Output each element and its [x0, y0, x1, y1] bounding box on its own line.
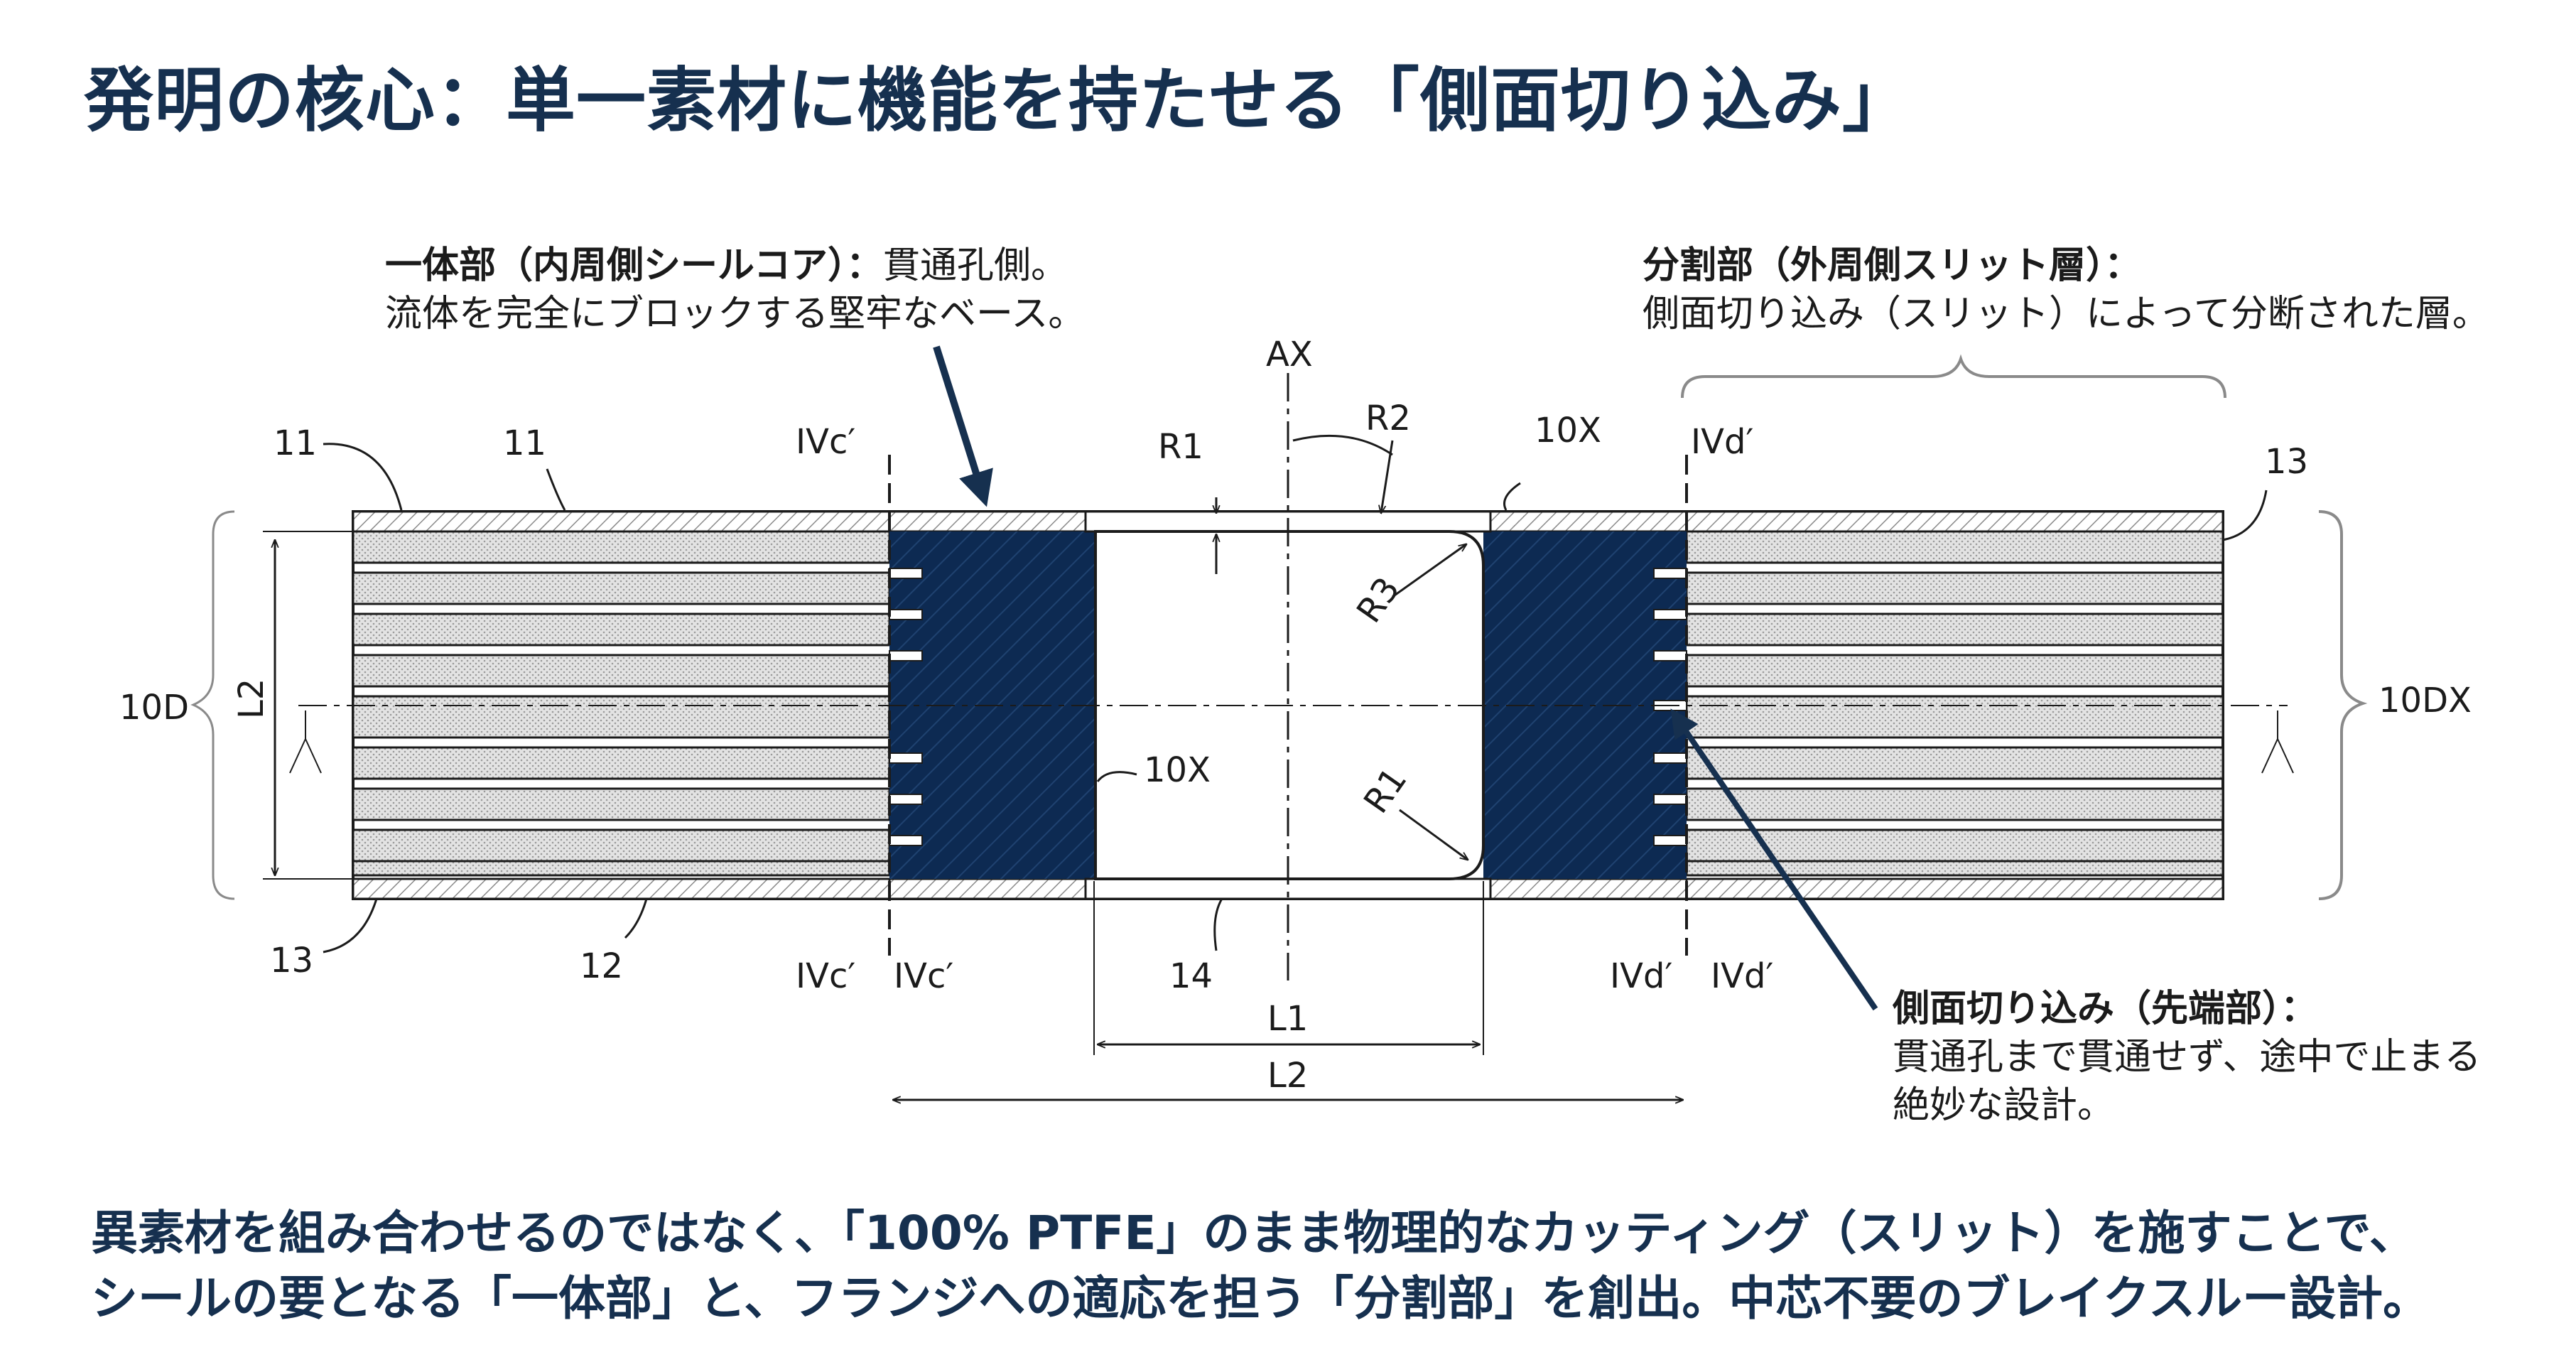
label-ref-10dx: 10DX — [2379, 681, 2472, 720]
callout-integral-part: 一体部（内周側シールコア）：貫通孔側。 流体を完全にブロックする堅牢なベース。 — [385, 242, 1085, 338]
right-slit-tips — [1653, 568, 1687, 846]
callout-cut-line3: 絶妙な設計。 — [1893, 1084, 2115, 1127]
label-ref-10x-top: 10X — [1535, 411, 1601, 450]
label-ivc-bottom-1: IVc′ — [796, 956, 855, 996]
label-ref-11-a: 11 — [274, 423, 317, 463]
callout-cut-head: 側面切り込み（先端部）： — [1893, 988, 2318, 1030]
page-title: 発明の核心：単一素材に機能を持たせる「側面切り込み」 — [84, 60, 1913, 141]
summary-text: 異素材を組み合わせるのではなく、「100% PTFE」のまま物理的なカッティング… — [91, 1201, 2430, 1331]
callout-slit-tip: 側面切り込み（先端部）： 貫通孔まで貫通せず、途中で止まる 絶妙な設計。 — [1893, 985, 2481, 1130]
label-ivc-top: IVc′ — [796, 422, 855, 462]
callout-divided-head: 分割部（外周側スリット層）： — [1643, 244, 2142, 287]
label-dim-l2: L2 — [1267, 1056, 1308, 1096]
summary-line-1: 異素材を組み合わせるのではなく、「100% PTFE」のまま物理的なカッティング… — [91, 1206, 2416, 1260]
label-ref-10x-mid: 10X — [1144, 750, 1211, 790]
brace-10dx — [2318, 510, 2368, 900]
label-dim-l1: L1 — [1267, 999, 1308, 1039]
label-r2: R2 — [1365, 399, 1411, 438]
divided-brace — [1681, 354, 2226, 399]
callout-divided-part: 分割部（外周側スリット層）： 側面切り込み（スリット）によって分断された層。 — [1643, 242, 2489, 338]
label-ivd-bottom-1: IVd′ — [1610, 956, 1672, 996]
label-ref-13-top: 13 — [2265, 442, 2308, 482]
left-layer-stack — [352, 510, 891, 900]
label-ref-11-b: 11 — [503, 423, 546, 463]
right-layer-stack — [1685, 510, 2224, 900]
label-ref-13-bottom: 13 — [270, 941, 313, 980]
integral-arrow — [933, 345, 993, 507]
callout-divided-line2: 側面切り込み（スリット）によって分断された層。 — [1643, 293, 2489, 335]
label-ref-14: 14 — [1169, 956, 1213, 996]
callout-integral-head-rest: 貫通孔側。 — [882, 244, 1068, 287]
callout-cut-line2: 貫通孔まで貫通せず、途中で止まる — [1893, 1036, 2482, 1079]
callout-integral-head: 一体部（内周側シールコア）： — [385, 244, 883, 287]
label-ref-12: 12 — [580, 946, 623, 986]
label-ivd-bottom-2: IVd′ — [1711, 956, 1773, 996]
summary-line-2: シールの要となる「一体部」と、フランジへの適応を担う「分割部」を創出。中芯不要の… — [91, 1271, 2430, 1326]
callout-integral-line2: 流体を完全にブロックする堅牢なベース。 — [385, 293, 1086, 335]
label-ivc-bottom-2: IVc′ — [894, 956, 953, 996]
slit-tip-arrow — [1670, 708, 1878, 1011]
label-ax: AX — [1266, 335, 1313, 374]
left-slit-tips — [889, 568, 923, 846]
label-ref-10d: 10D — [119, 688, 189, 728]
label-ref-l2-vert: L2 — [232, 679, 271, 719]
label-r1-top: R1 — [1158, 427, 1203, 467]
brace-10d — [190, 510, 235, 900]
label-ivd-top: IVd′ — [1691, 422, 1753, 462]
